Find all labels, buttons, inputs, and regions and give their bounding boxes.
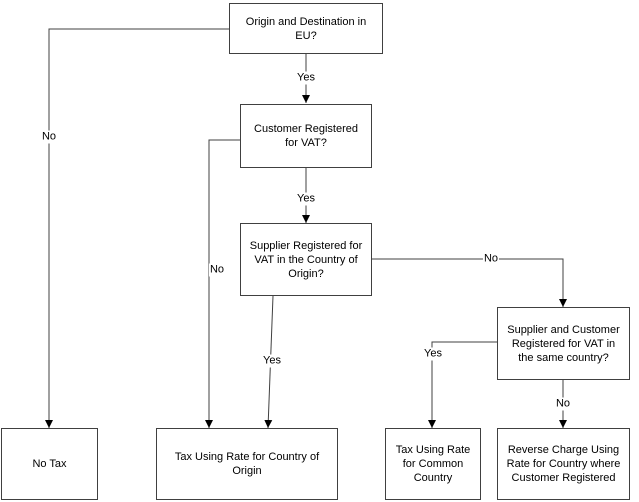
decision-same-country: Supplier and Customer Registered for VAT…	[497, 307, 630, 380]
edge-label-same-no: No	[554, 397, 572, 411]
decision-customer-registered: Customer Registered for VAT?	[240, 104, 372, 168]
edge-label-supplier-no: No	[482, 252, 500, 266]
result-no-tax: No Tax	[1, 428, 98, 500]
edge-label-customer-no: No	[208, 263, 226, 277]
edge-label-supplier-yes: Yes	[262, 354, 282, 368]
edge-label-customer-yes: Yes	[296, 192, 316, 206]
edge-same-yes	[428, 341, 497, 428]
edge-customer-no	[205, 139, 240, 428]
decision-supplier-registered: Supplier Registered for VAT in the Count…	[240, 223, 372, 296]
result-tax-origin-rate: Tax Using Rate for Country of Origin	[156, 428, 338, 500]
edge-label-same-yes: Yes	[423, 347, 443, 361]
edge-label-eu-yes: Yes	[296, 71, 316, 85]
result-tax-common-rate: Tax Using Rate for Common Country	[385, 428, 481, 500]
result-reverse-charge: Reverse Charge Using Rate for Country wh…	[497, 428, 630, 500]
edge-eu-no	[45, 28, 229, 428]
edge-supplier-no	[372, 258, 567, 307]
edge-label-eu-no: No	[40, 130, 58, 144]
decision-origin-destination-eu: Origin and Destination in EU?	[229, 3, 383, 54]
